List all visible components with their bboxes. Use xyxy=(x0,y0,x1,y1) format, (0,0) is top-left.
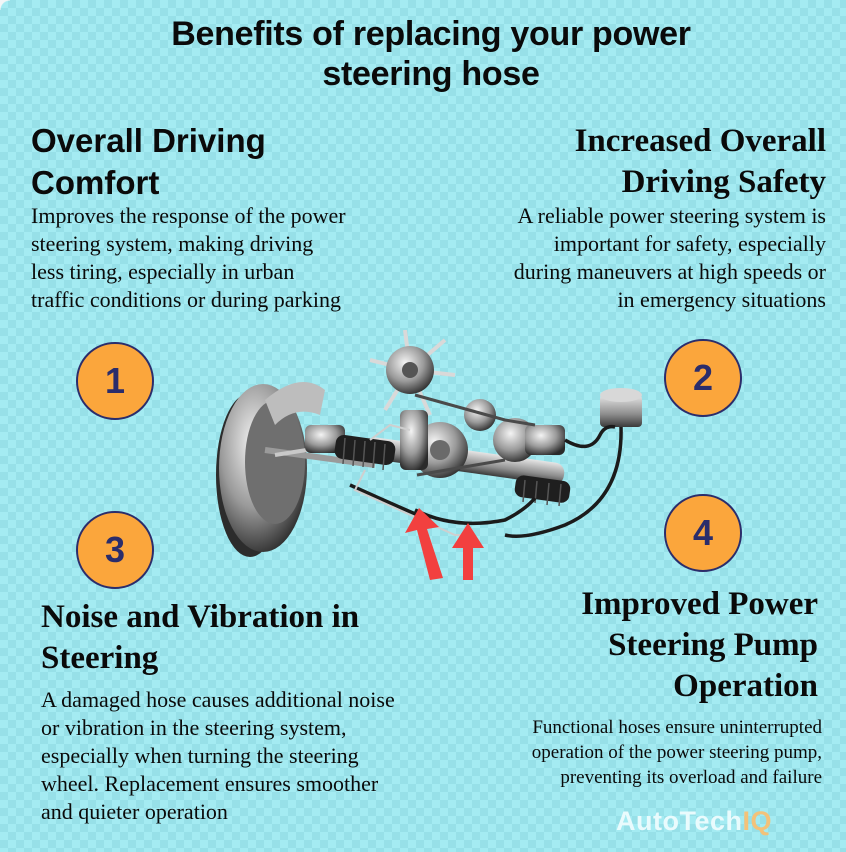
power-steering-system-illustration xyxy=(216,330,642,580)
benefit-1-body: Improves the response of the power steer… xyxy=(31,203,346,312)
autotechiq-logo: AutoTechIQ xyxy=(616,806,772,837)
benefit-3-heading: Noise and Vibration in Steering xyxy=(41,599,360,676)
page-title: Benefits of replacing your power steerin… xyxy=(0,14,846,94)
benefit-2-body: A reliable power steering system is impo… xyxy=(513,203,826,312)
number-badge-2: 2 xyxy=(664,339,742,417)
number-badge-4: 4 xyxy=(664,494,742,572)
title-line-1: Benefits of replacing your power xyxy=(171,15,691,53)
benefit-4-heading: Improved Power Steering Pump Operation xyxy=(581,586,818,704)
benefit-1-heading: Overall Driving Comfort xyxy=(31,122,266,201)
benefit-3-body: A damaged hose causes additional noise o… xyxy=(41,687,395,824)
benefit-2-heading: Increased Overall Driving Safety xyxy=(574,123,826,200)
red-arrow-icon xyxy=(405,508,484,580)
benefit-4-body: Functional hoses ensure uninterrupted op… xyxy=(531,717,822,788)
number-badge-3: 3 xyxy=(76,511,154,589)
number-badge-1: 1 xyxy=(76,342,154,420)
page-corner xyxy=(0,0,10,10)
logo-main: AutoTech xyxy=(616,806,743,836)
logo-accent: IQ xyxy=(742,806,773,836)
title-line-2: steering hose xyxy=(322,55,540,93)
fluid-reservoir-icon xyxy=(600,388,642,427)
brake-drum-icon xyxy=(216,382,325,557)
